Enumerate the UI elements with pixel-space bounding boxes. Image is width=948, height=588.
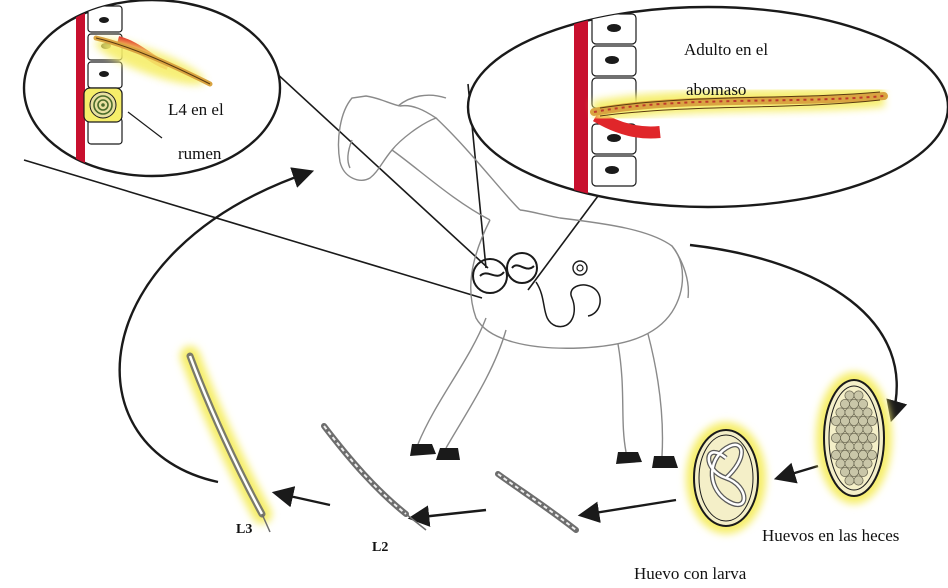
- egg-cell: [840, 450, 849, 459]
- abomasum-wall: [574, 0, 588, 220]
- egg-cell: [854, 425, 863, 434]
- zoom-lens-right: [468, 0, 948, 220]
- larva-l3-icon: [190, 356, 270, 532]
- larva-l2-icon: [324, 426, 426, 530]
- label-eggs-feces: Huevos en las heces: [762, 524, 899, 548]
- egg-cell: [854, 476, 863, 485]
- egg-cell: [863, 408, 872, 417]
- egg-cell: [836, 425, 845, 434]
- egg-cell: [858, 399, 867, 408]
- egg-cell: [836, 459, 845, 468]
- egg-cell: [849, 433, 858, 442]
- egg-cell: [854, 459, 863, 468]
- egg-cell: [858, 416, 867, 425]
- arrow-larva-egg-to-l1: [582, 500, 676, 515]
- egg-cell: [849, 399, 858, 408]
- egg-cell: [845, 476, 854, 485]
- egg-cell: [845, 425, 854, 434]
- egg-cell: [863, 459, 872, 468]
- egg-cell: [854, 442, 863, 451]
- egg-cell: [858, 433, 867, 442]
- egg-cell: [863, 425, 872, 434]
- encysted-larva-icon: [84, 88, 122, 122]
- stomach-icon: [473, 253, 600, 327]
- label-adult-line2: abomaso: [686, 78, 746, 102]
- arrow-l2-to-l3: [276, 493, 330, 505]
- zoom-lens-left: [24, 0, 280, 200]
- label-adult-line1: Adulto en el: [684, 38, 768, 62]
- egg-cell: [845, 442, 854, 451]
- label-l4-line1: L4 en el: [168, 98, 224, 122]
- egg-cell: [840, 467, 849, 476]
- egg-with-larva-icon: [686, 422, 766, 534]
- egg-cell: [849, 467, 858, 476]
- label-egg-larva: Huevo con larva: [634, 562, 746, 586]
- label-l4-line2: rumen: [178, 142, 221, 166]
- egg-cell: [845, 408, 854, 417]
- egg-cell: [858, 467, 867, 476]
- egg-cell: [867, 433, 876, 442]
- larva-l1-icon: [498, 474, 576, 530]
- egg-cell: [863, 442, 872, 451]
- egg-cell: [831, 416, 840, 425]
- egg-cell: [854, 408, 863, 417]
- egg-cell: [845, 459, 854, 468]
- egg-cell: [867, 416, 876, 425]
- egg-cell: [840, 433, 849, 442]
- label-stage-l2: L2: [372, 536, 388, 560]
- egg-cell: [836, 408, 845, 417]
- egg-in-feces-icon: [816, 372, 892, 504]
- egg-cell: [831, 450, 840, 459]
- egg-cell: [840, 416, 849, 425]
- egg-cell: [831, 433, 840, 442]
- egg-cell: [840, 399, 849, 408]
- egg-cell: [849, 416, 858, 425]
- egg-cell: [858, 450, 867, 459]
- hooves: [410, 444, 678, 468]
- arrow-l1-to-l2: [412, 510, 486, 518]
- label-stage-l3: L3: [236, 518, 252, 542]
- egg-cell: [854, 391, 863, 400]
- egg-cell: [836, 442, 845, 451]
- egg-cell: [849, 450, 858, 459]
- egg-cell: [845, 391, 854, 400]
- arrow-eggs-to-larva-egg: [778, 466, 818, 478]
- egg-cell: [867, 450, 876, 459]
